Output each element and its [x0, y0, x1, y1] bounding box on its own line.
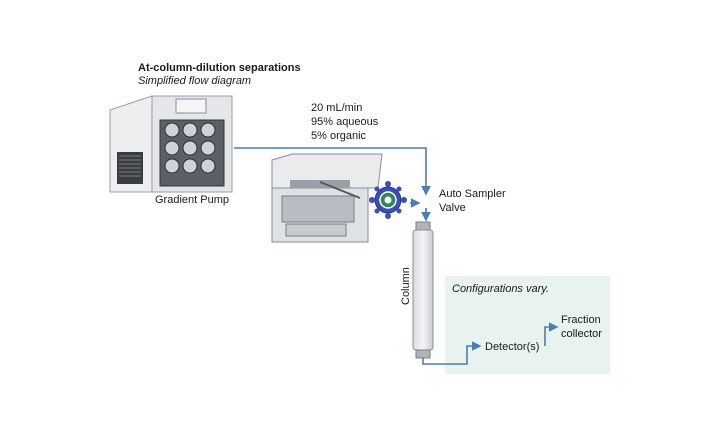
aqueous-ratio-text: 95% aqueous	[311, 116, 379, 128]
auto-sampler-valve-icon	[369, 181, 407, 219]
configuration-panel	[445, 276, 610, 374]
column-label: Column	[400, 267, 412, 305]
detector-to-collector-line	[544, 322, 559, 346]
detector-label: Detector(s)	[485, 341, 539, 353]
organic-ratio-text: 5% organic	[311, 130, 367, 142]
column-illustration	[412, 221, 434, 359]
diagram-subtitle: Simplified flow diagram	[138, 75, 252, 87]
valve-label: Valve	[439, 202, 466, 214]
flow-rate-text: 20 mL/min	[311, 102, 363, 114]
gradient-pump-illustration	[109, 95, 233, 193]
collector-label: collector	[561, 328, 602, 340]
auto-sampler-label: Auto Sampler	[439, 188, 506, 200]
configurations-note: Configurations vary.	[452, 283, 550, 295]
pump-to-valve-line	[234, 147, 431, 196]
gradient-pump-label: Gradient Pump	[155, 194, 229, 206]
column-to-detector-line	[422, 341, 482, 365]
diagram-title: At-column-dilution separations	[138, 62, 301, 74]
auto-sampler-illustration	[271, 153, 383, 243]
fraction-label: Fraction	[561, 314, 601, 326]
flow-lines	[234, 147, 559, 365]
